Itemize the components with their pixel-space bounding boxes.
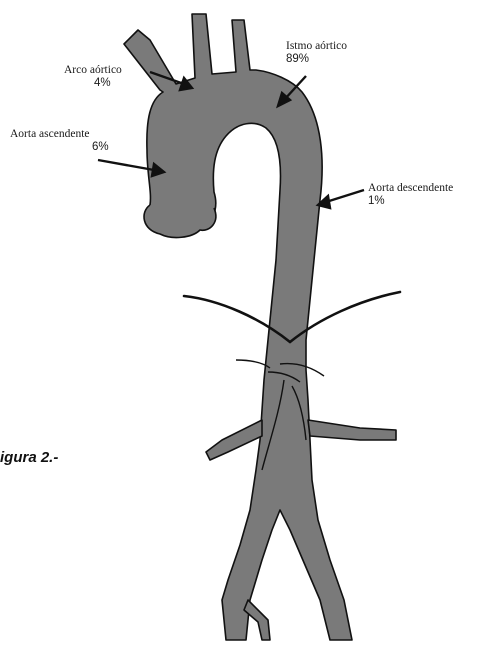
label-ascendente: Aorta ascendente 6% [10, 128, 109, 154]
label-arco-name: Arco aórtico [64, 64, 122, 77]
aortic-root [144, 205, 216, 237]
label-istmo-name: Istmo aórtico [286, 40, 347, 53]
arrow-ascendente [98, 160, 154, 170]
aorta-body [124, 14, 352, 640]
figure-caption: igura 2.- [0, 449, 58, 466]
label-descendente-name: Aorta descendente [368, 182, 453, 195]
left-branch [206, 420, 262, 460]
label-ascendente-name: Aorta ascendente [10, 128, 109, 141]
label-arco-percent: 4% [64, 77, 122, 90]
label-istmo-percent: 89% [286, 53, 347, 66]
label-ascendente-percent: 6% [10, 141, 109, 154]
label-descendente-percent: 1% [368, 195, 453, 208]
label-arco: Arco aórtico 4% [64, 64, 122, 90]
right-branch [308, 420, 396, 440]
label-istmo: Istmo aórtico 89% [286, 40, 347, 66]
arrow-descendente [326, 190, 364, 202]
label-descendente: Aorta descendente 1% [368, 182, 453, 208]
